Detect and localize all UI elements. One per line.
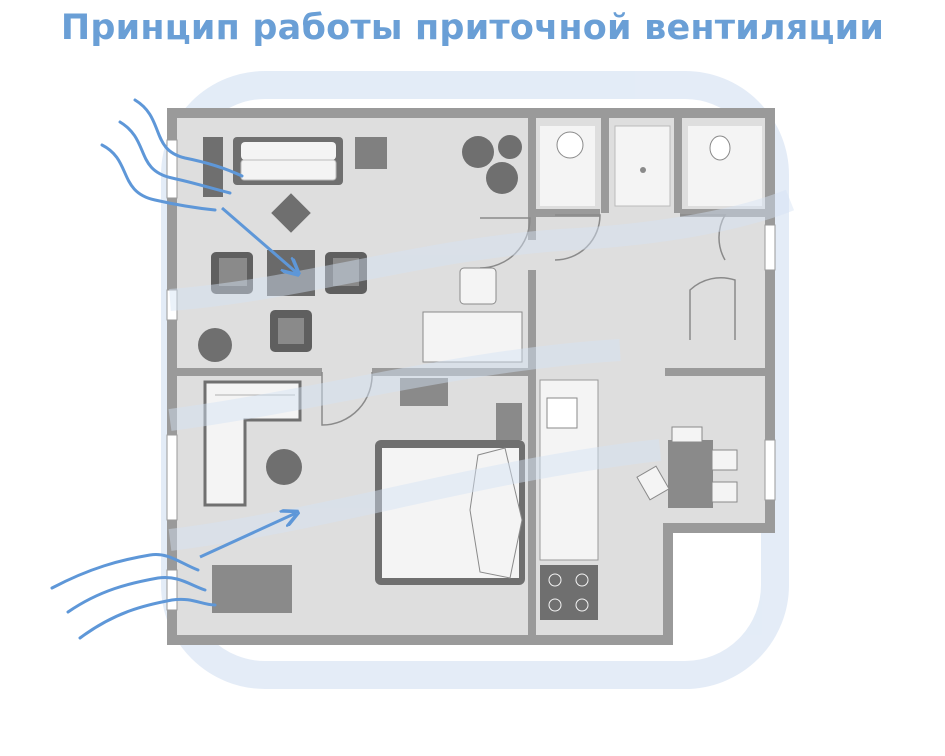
inner-walls	[172, 113, 770, 640]
bathroom-fixtures	[540, 125, 762, 207]
page-title: Принцип работы приточной вентиляции	[60, 8, 885, 48]
apartment	[166, 108, 776, 645]
windows	[166, 139, 776, 611]
watermark-overlay	[168, 189, 795, 551]
wavy-airflow-icon	[50, 553, 217, 640]
living-room-furniture	[198, 135, 523, 406]
arrow-icon	[199, 513, 296, 559]
outer-wall	[167, 108, 775, 645]
doors	[321, 214, 736, 426]
arrow-icon	[221, 206, 297, 273]
wavy-airflow-icon	[100, 98, 244, 212]
kitchen-fixtures	[539, 379, 738, 620]
bedroom-furniture	[203, 380, 525, 613]
